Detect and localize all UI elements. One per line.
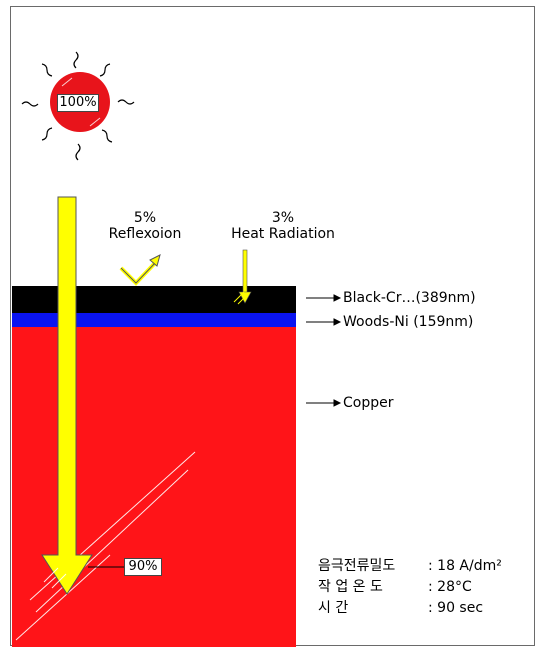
condition-value: : 90 sec (428, 600, 484, 616)
black-cr-label: Black-Cr…(389nm) (343, 290, 476, 306)
condition-value: : 18 A/dm² (428, 558, 502, 574)
sun-intensity-label: 100% (57, 94, 99, 112)
condition-row: 작 업 온 도 : 28°C (318, 578, 472, 596)
woods-ni-layer (12, 313, 296, 327)
condition-key: 작 업 온 도 (318, 579, 383, 595)
layer-leader-arrows (306, 294, 342, 407)
absorbed-percent-label: 90% (124, 558, 162, 576)
condition-row: 음극전류밀도 : 18 A/dm² (318, 557, 502, 575)
copper-layer (12, 327, 296, 647)
heat-label-block: 3% Heat Radiation (218, 210, 348, 242)
heat-percent: 3% (271, 210, 295, 226)
black-cr-layer (12, 286, 296, 313)
heat-radiation-arrow (233, 249, 252, 305)
reflection-percent: 5% (133, 210, 157, 226)
copper-label: Copper (343, 395, 394, 411)
condition-key: 음극전류밀도 (318, 558, 396, 574)
condition-row: 시 간 : 90 sec (318, 599, 483, 617)
condition-value: : 28°C (428, 579, 472, 595)
condition-key: 시 간 (318, 600, 349, 616)
heat-text: Heat Radiation (231, 226, 335, 242)
reflection-arrow (119, 254, 161, 286)
woods-ni-label: Woods-Ni (159nm) (343, 314, 474, 330)
incoming-radiation-arrow (41, 196, 93, 595)
reflection-label-block: 5% Reflexoion (100, 210, 190, 242)
reflection-text: Reflexoion (108, 226, 182, 242)
